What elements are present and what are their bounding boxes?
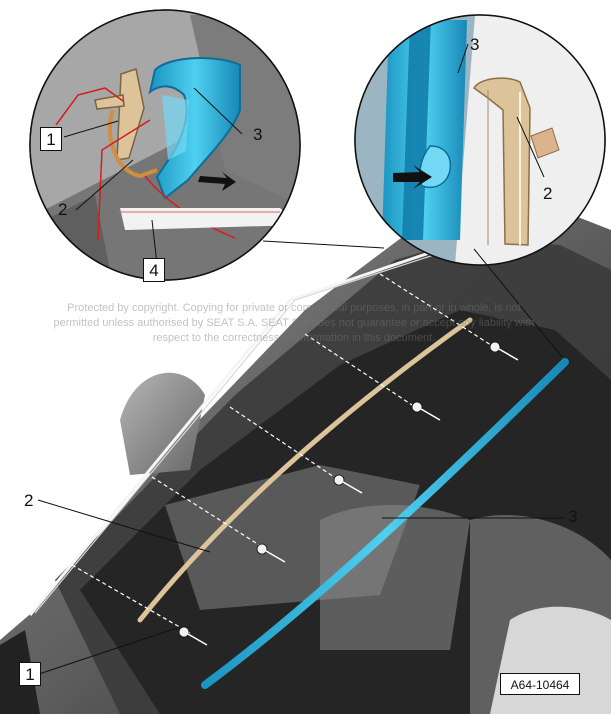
left-detail-callout-2: 2	[58, 200, 68, 219]
right-detail-callout-3: 3	[470, 35, 480, 54]
watermark-line-1: Protected by copyright. Copying for priv…	[67, 302, 521, 314]
left-detail-callout-1: 1	[40, 127, 62, 151]
figure-id-label: A64-10464	[500, 673, 580, 695]
right-detail-callout-2: 2	[543, 184, 553, 203]
watermark-line-2: permitted unless authorised by SEAT S.A.…	[53, 317, 535, 329]
copyright-watermark: Protected by copyright. Copying for priv…	[34, 286, 554, 346]
left-detail-zoom	[29, 9, 301, 281]
left-detail-callout-4: 4	[143, 258, 165, 282]
main-callout-3: 3	[568, 507, 578, 526]
main-callout-2: 2	[24, 491, 34, 510]
main-car-view	[0, 210, 611, 714]
left-detail-callout-3: 3	[253, 125, 263, 144]
right-detail-zoom	[354, 14, 606, 266]
main-callout-1: 1	[19, 662, 41, 686]
watermark-line-3: respect to the correctness of informatio…	[152, 332, 436, 344]
callout-lines	[37, 43, 565, 675]
